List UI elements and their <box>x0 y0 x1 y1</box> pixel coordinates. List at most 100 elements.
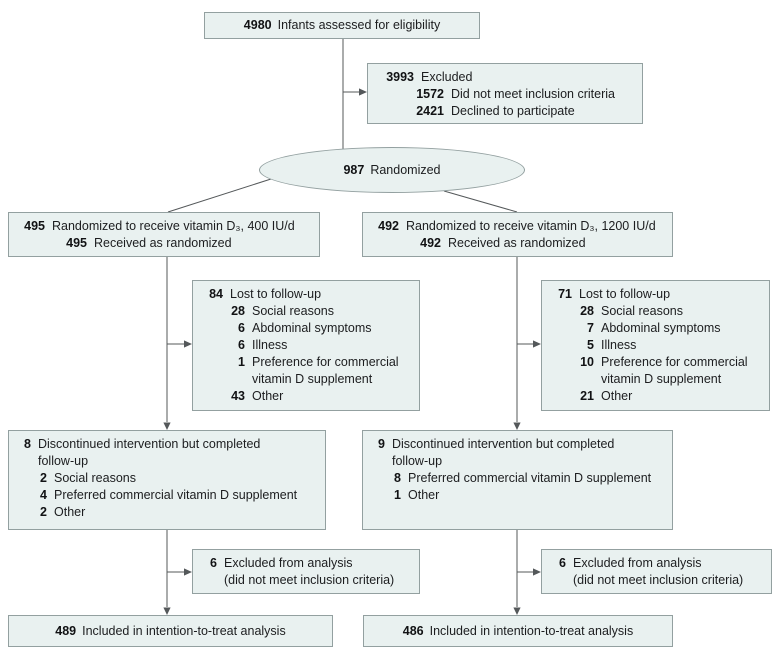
count: 7 <box>587 321 594 335</box>
count: 486 <box>402 623 424 638</box>
label: Randomized <box>370 162 441 177</box>
label: Preferred commercial vitamin D supplemen… <box>54 488 298 502</box>
label: Received as randomized <box>448 236 586 250</box>
flow-line-continuation: follow-up <box>17 453 317 470</box>
label: (did not meet inclusion criteria) <box>573 573 744 587</box>
label: Abdominal symptoms <box>601 321 721 335</box>
label: Social reasons <box>54 471 136 485</box>
flow-line: 21 Other <box>550 388 761 405</box>
count: 8 <box>24 437 31 451</box>
arrowhead-exclanalysis-1200 <box>533 568 541 576</box>
arrowhead-itt-1200 <box>513 607 521 615</box>
label: Included in intention-to-treat analysis <box>82 623 286 638</box>
label: Infants assessed for eligibility <box>277 18 441 32</box>
flow-line: 6 Excluded from analysis <box>201 555 411 572</box>
lost-followup-400-box: 84 Lost to follow-up 28 Social reasons 6… <box>192 280 420 411</box>
flow-line: 492 Received as randomized <box>371 235 664 252</box>
flow-line: 71 Lost to follow-up <box>550 286 761 303</box>
count: 10 <box>580 355 594 369</box>
flow-line: 6 Excluded from analysis <box>550 555 763 572</box>
count: 84 <box>209 287 223 301</box>
flow-line: 7 Abdominal symptoms <box>550 320 761 337</box>
flow-line: 10 Preference for commercial <box>550 354 761 371</box>
count: 3993 <box>386 70 414 84</box>
label: Other <box>408 488 440 502</box>
label: Other <box>601 389 633 403</box>
count: 6 <box>210 556 217 570</box>
count: 495 <box>24 219 45 233</box>
flow-line: 8 Discontinued intervention but complete… <box>17 436 317 453</box>
flow-line-continuation: follow-up <box>371 453 664 470</box>
flow-line: 6 Abdominal symptoms <box>201 320 411 337</box>
flow-line-continuation: (did not meet inclusion criteria) <box>201 572 411 589</box>
itt-analysis-400-box: 489 Included in intention-to-treat analy… <box>8 615 333 647</box>
flow-line-continuation: (did not meet inclusion criteria) <box>550 572 763 589</box>
eligibility-box: 4980 Infants assessed for eligibility <box>204 12 480 39</box>
flow-line: 4 Preferred commercial vitamin D supplem… <box>17 487 317 504</box>
count: 492 <box>420 236 441 250</box>
label: Preference for commercial <box>252 355 399 369</box>
lost-followup-1200-box: 71 Lost to follow-up 28 Social reasons 7… <box>541 280 770 411</box>
count: 2421 <box>416 104 444 118</box>
flow-line: 1 Other <box>371 487 664 504</box>
flow-line: 492 Randomized to receive vitamin D₃, 12… <box>371 218 664 235</box>
count: 1 <box>394 488 401 502</box>
arrowhead-lost-400 <box>184 340 192 348</box>
label: Randomized to receive vitamin D₃, 1200 I… <box>406 219 656 233</box>
label: vitamin D supplement <box>252 372 373 386</box>
label: Other <box>54 505 86 519</box>
flow-line: 495 Randomized to receive vitamin D₃, 40… <box>17 218 311 235</box>
flow-line: 5 Illness <box>550 337 761 354</box>
connector-randomized-to-arm-1200 <box>443 190 518 213</box>
excluded-analysis-400-box: 6 Excluded from analysis (did not meet i… <box>192 549 420 594</box>
count: 21 <box>580 389 594 403</box>
flow-line: 2 Other <box>17 504 317 521</box>
label: Social reasons <box>601 304 683 318</box>
excluded-analysis-1200-box: 6 Excluded from analysis (did not meet i… <box>541 549 772 594</box>
count: 5 <box>587 338 594 352</box>
label: Lost to follow-up <box>579 287 671 301</box>
flow-line: 43 Other <box>201 388 411 405</box>
count: 492 <box>378 219 399 233</box>
excluded-box: 3993 Excluded 1572 Did not meet inclusio… <box>367 63 643 124</box>
flow-line-continuation: vitamin D supplement <box>550 371 761 388</box>
label: Did not meet inclusion criteria <box>451 87 615 101</box>
arm-1200-box: 492 Randomized to receive vitamin D₃, 12… <box>362 212 673 257</box>
label: Included in intention-to-treat analysis <box>429 623 634 638</box>
flow-line: 495 Received as randomized <box>17 235 311 252</box>
count <box>17 453 31 470</box>
label: Preference for commercial <box>601 355 748 369</box>
label: Illness <box>252 338 288 352</box>
arrowhead-excluded <box>359 88 367 96</box>
label: (did not meet inclusion criteria) <box>224 573 395 587</box>
flow-line: 2421 Declined to participate <box>376 103 634 120</box>
arrowhead-disc-400 <box>163 422 171 430</box>
label: Received as randomized <box>94 236 232 250</box>
flow-line: 1 Preference for commercial <box>201 354 411 371</box>
itt-analysis-1200-box: 486 Included in intention-to-treat analy… <box>363 615 673 647</box>
label: Other <box>252 389 284 403</box>
count <box>371 453 385 470</box>
count: 6 <box>559 556 566 570</box>
label: Excluded from analysis <box>573 556 702 570</box>
flow-line: 28 Social reasons <box>201 303 411 320</box>
label: Excluded <box>421 70 473 84</box>
count: 28 <box>580 304 594 318</box>
label: Discontinued intervention but completed <box>38 437 261 451</box>
label: Abdominal symptoms <box>252 321 372 335</box>
arm-400-box: 495 Randomized to receive vitamin D₃, 40… <box>8 212 320 257</box>
flow-line: 8 Preferred commercial vitamin D supplem… <box>371 470 664 487</box>
count: 28 <box>231 304 245 318</box>
label: Randomized to receive vitamin D₃, 400 IU… <box>52 219 295 233</box>
label: Declined to participate <box>451 104 575 118</box>
count: 43 <box>231 389 245 403</box>
label: Illness <box>601 338 637 352</box>
label: vitamin D supplement <box>601 372 722 386</box>
arrowhead-itt-400 <box>163 607 171 615</box>
connector-randomized-to-arm-400 <box>167 178 272 213</box>
count <box>550 572 566 589</box>
count: 987 <box>343 162 365 177</box>
flow-line: 6 Illness <box>201 337 411 354</box>
flow-line: 9 Discontinued intervention but complete… <box>371 436 664 453</box>
